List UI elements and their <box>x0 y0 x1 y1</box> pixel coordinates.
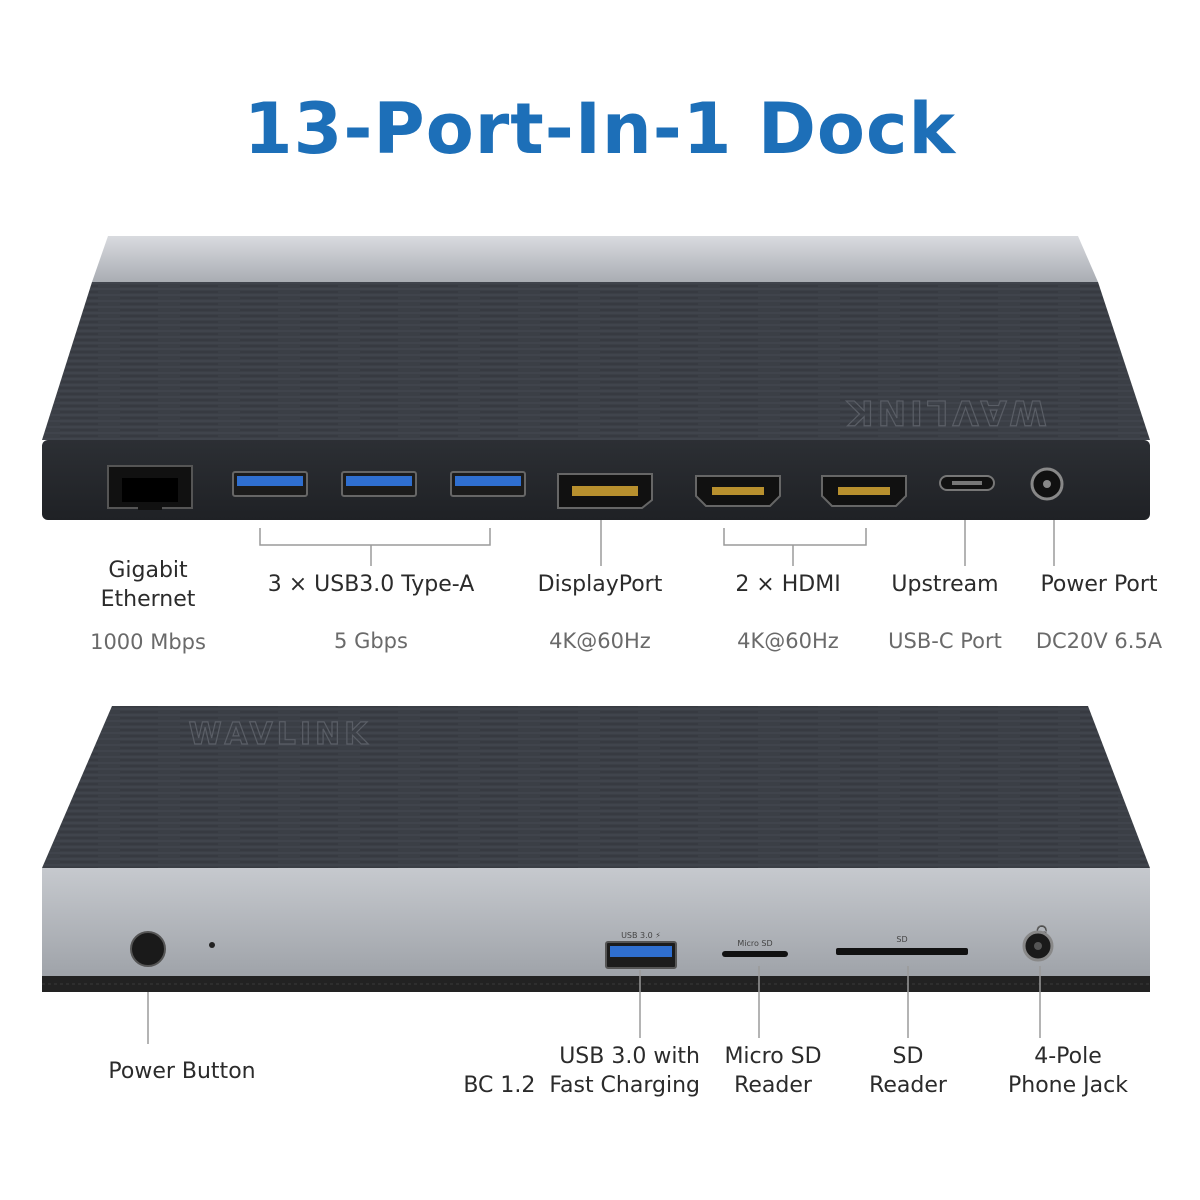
front-usb-port-icon: USB 3.0 ⚡ <box>605 931 677 969</box>
power-button-icon <box>130 931 166 967</box>
phone-jack-icon: 🎧 <box>1022 924 1054 962</box>
back-panel-callouts <box>259 520 1055 566</box>
power-port-icon <box>1030 467 1064 501</box>
label-hdmi-spec: 4K@60Hz <box>737 629 839 653</box>
label-phone-jack-name: 4-Pole Phone Jack <box>1008 1044 1128 1098</box>
ethernet-port-icon <box>107 465 193 510</box>
label-displayport: DisplayPort 4K@60Hz <box>510 570 690 656</box>
label-upstream: Upstream USB-C Port <box>870 570 1020 656</box>
label-power-port-name: Power Port <box>1040 572 1158 597</box>
usb-c-port-icon <box>939 475 995 491</box>
displayport-icon <box>557 473 653 509</box>
usb-a-ports-icon <box>232 471 526 497</box>
label-sd: SD Reader <box>838 1042 978 1100</box>
hdmi-ports-icon <box>695 475 907 507</box>
back-panel-dock: WAVLINK <box>42 236 1150 520</box>
label-phone-jack: 4-Pole Phone Jack <box>988 1042 1148 1100</box>
svg-text:USB 3.0 ⚡: USB 3.0 ⚡ <box>621 931 661 940</box>
label-power-port-spec: DC20V 6.5A <box>1035 629 1163 653</box>
label-upstream-spec: USB-C Port <box>888 629 1002 653</box>
label-hdmi-name: 2 × HDMI <box>735 572 841 597</box>
bottom-brand-logo: WAVLINK <box>189 717 372 752</box>
label-ethernet: Gigabit Ethernet 1000 Mbps <box>58 556 238 657</box>
micro-sd-slot-icon: Micro SD <box>722 939 788 957</box>
front-panel-callouts <box>147 966 1041 1044</box>
front-panel-dock: WAVLINK USB 3.0 ⚡ Micro SD SD 🎧 <box>42 706 1150 992</box>
label-micro-sd-name: Micro SD Reader <box>724 1044 822 1098</box>
label-front-usb: USB 3.0 with BC 1.2 Fast Charging <box>450 1042 700 1100</box>
svg-text:Micro SD: Micro SD <box>737 939 772 948</box>
label-usb-a: 3 × USB3.0 Type-A 5 Gbps <box>236 570 506 656</box>
label-power-port: Power Port DC20V 6.5A <box>1024 570 1174 656</box>
top-brand-logo: WAVLINK <box>843 392 1046 432</box>
label-ethernet-name: Gigabit Ethernet <box>100 558 196 612</box>
sd-slot-icon: SD <box>836 935 968 955</box>
label-usb-a-name: 3 × USB3.0 Type-A <box>267 572 475 597</box>
label-ethernet-spec: 1000 Mbps <box>90 630 206 654</box>
label-front-usb-name: USB 3.0 with BC 1.2 Fast Charging <box>463 1044 700 1098</box>
label-power-button-name: Power Button <box>108 1059 256 1084</box>
led-indicator-icon <box>209 942 215 948</box>
label-power-button: Power Button <box>92 1057 272 1086</box>
label-displayport-name: DisplayPort <box>537 572 663 597</box>
label-hdmi: 2 × HDMI 4K@60Hz <box>698 570 878 656</box>
page-title: 13-Port-In-1 Dock <box>243 88 957 170</box>
label-sd-name: SD Reader <box>869 1044 947 1098</box>
svg-text:SD: SD <box>896 935 907 944</box>
label-micro-sd: Micro SD Reader <box>698 1042 848 1100</box>
label-displayport-spec: 4K@60Hz <box>549 629 651 653</box>
label-usb-a-spec: 5 Gbps <box>334 629 408 653</box>
label-upstream-name: Upstream <box>891 572 999 597</box>
